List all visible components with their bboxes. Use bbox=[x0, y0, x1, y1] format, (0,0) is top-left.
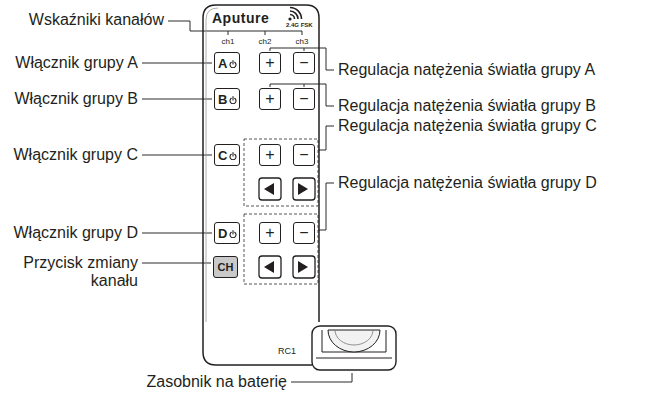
leader-line bbox=[142, 233, 212, 234]
channel-indicator: ch2 bbox=[259, 37, 272, 46]
plus-button: + bbox=[259, 144, 281, 166]
button-label: C bbox=[218, 149, 227, 162]
remote-body: Aputure 2.4G FSK ch1 ch2 ch3RC1 A + − B + − C + − D + − C… bbox=[202, 4, 320, 366]
tray-well bbox=[322, 330, 386, 352]
battery-tray bbox=[312, 326, 396, 370]
leader-line bbox=[142, 63, 212, 64]
arrow-button bbox=[259, 178, 281, 200]
power-icon bbox=[230, 97, 236, 104]
callout-label: Włącznik grupy B bbox=[14, 90, 138, 108]
tray-outline bbox=[312, 326, 396, 370]
callout-label: Regulacja natężenia światła grupy A bbox=[338, 61, 595, 79]
leader-line bbox=[318, 183, 334, 230]
button-sign: + bbox=[265, 91, 274, 107]
group-power-button: C bbox=[214, 144, 240, 166]
arrow-buttons bbox=[259, 178, 315, 278]
model-name: RC1 bbox=[278, 346, 296, 356]
power-icon bbox=[230, 61, 236, 68]
channel-indicator: ch1 bbox=[222, 37, 235, 46]
dashed-frame bbox=[244, 214, 318, 284]
wireless-icon bbox=[288, 17, 291, 20]
minus-button: − bbox=[293, 52, 315, 74]
arrow-left-symbol bbox=[264, 183, 274, 195]
leader-line bbox=[291, 373, 352, 382]
group-frames bbox=[244, 139, 318, 284]
callout-label: Zasobnik na baterię bbox=[146, 373, 287, 391]
power-icon bbox=[229, 230, 237, 238]
leader-line bbox=[142, 155, 212, 156]
button-sign: − bbox=[299, 91, 308, 107]
radio-spec: 2.4G FSK bbox=[286, 22, 313, 29]
power-icon bbox=[230, 153, 236, 160]
callout-label: Regulacja natężenia światła grupy D bbox=[338, 174, 597, 192]
callout-label: Regulacja natężenia światła grupy B bbox=[338, 97, 596, 115]
plus-button: + bbox=[259, 88, 281, 110]
coin-battery-rim bbox=[335, 330, 373, 345]
power-icon bbox=[230, 231, 236, 238]
button-label: D bbox=[218, 227, 227, 240]
button-sign: + bbox=[265, 147, 274, 163]
power-icon bbox=[229, 60, 237, 68]
button-label: A bbox=[218, 57, 227, 70]
tray-lip bbox=[316, 358, 392, 359]
leader-line bbox=[318, 126, 334, 150]
wireless-icon bbox=[290, 8, 302, 20]
channel-indicator: ch3 bbox=[296, 37, 309, 46]
leader-line bbox=[142, 99, 212, 100]
housing-outline bbox=[203, 5, 319, 365]
plus-button: + bbox=[259, 222, 281, 244]
minus-button: − bbox=[293, 88, 315, 110]
callout-label: Włącznik grupy A bbox=[15, 54, 138, 72]
leader-line bbox=[142, 263, 211, 264]
group-power-button: B bbox=[214, 88, 240, 110]
button-sign: + bbox=[265, 55, 274, 71]
arrow-left-symbol bbox=[264, 261, 274, 273]
dashed-frame bbox=[244, 139, 318, 206]
plus-button: + bbox=[259, 52, 281, 74]
arrow-button bbox=[293, 256, 315, 278]
callout-label: Przycisk zmiany kanału bbox=[14, 254, 138, 290]
button-label: CH bbox=[218, 262, 234, 273]
button-label: B bbox=[218, 93, 227, 106]
minus-button: − bbox=[293, 144, 315, 166]
arrow-right-symbol bbox=[298, 261, 308, 273]
power-icon bbox=[229, 152, 237, 160]
brand-logo: Aputure bbox=[212, 10, 269, 26]
minus-button: − bbox=[293, 222, 315, 244]
group-power-button: D bbox=[214, 222, 240, 244]
arrow-right-symbol bbox=[298, 183, 308, 195]
button-sign: − bbox=[299, 55, 308, 71]
arrow-button bbox=[293, 178, 315, 200]
arrow-button bbox=[259, 256, 281, 278]
coin-battery bbox=[328, 330, 380, 352]
button-sign: − bbox=[299, 147, 308, 163]
callout-label: Regulacja natężenia światła grupy C bbox=[338, 117, 597, 135]
callout-label: Włącznik grupy C bbox=[14, 146, 138, 164]
channel-button: CH bbox=[213, 256, 238, 278]
button-sign: + bbox=[265, 225, 274, 241]
callout-label: Wskaźniki kanałów bbox=[29, 11, 164, 29]
callout-label: Włącznik grupy D bbox=[14, 224, 138, 242]
power-icon bbox=[229, 96, 237, 104]
button-sign: − bbox=[299, 225, 308, 241]
group-power-button: A bbox=[214, 52, 240, 74]
